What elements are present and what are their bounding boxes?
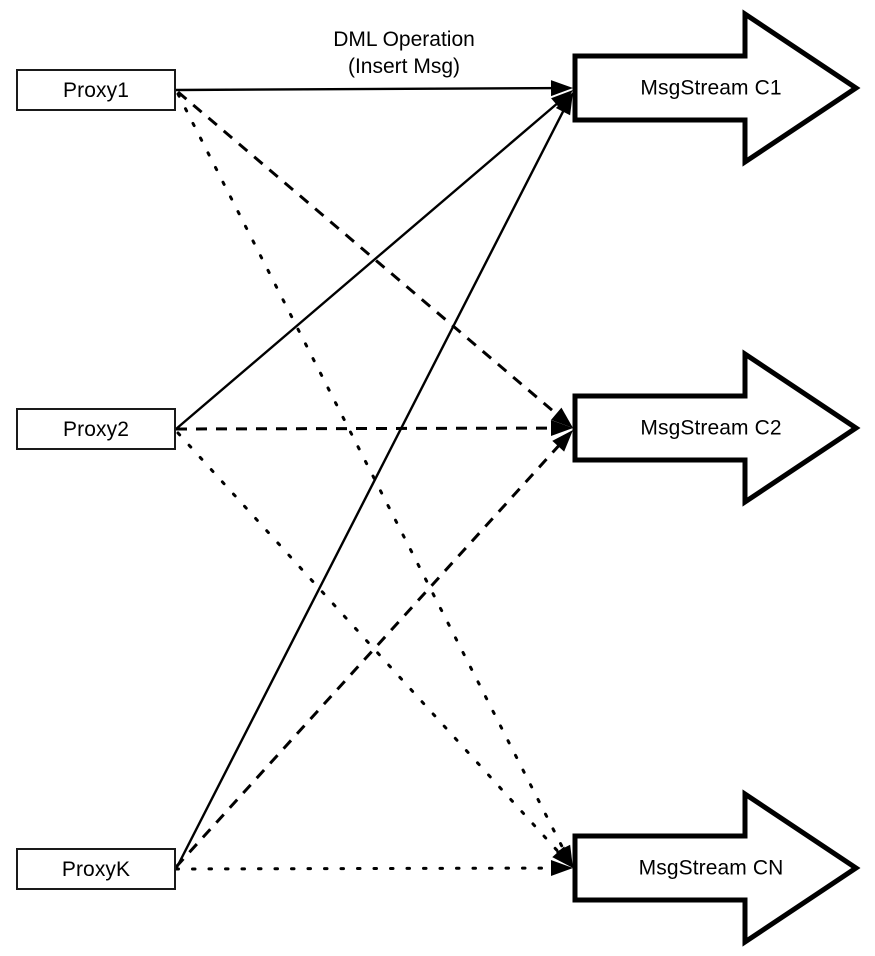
- arrowhead-icon: [551, 90, 573, 111]
- edge-proxy2-to-c1: [175, 90, 573, 430]
- arrowhead-icon: [550, 860, 573, 877]
- edge-line: [175, 96, 565, 430]
- arrowhead-icon: [555, 92, 573, 116]
- msgstream-arrow-shape: [572, 9, 861, 167]
- edge-line: [176, 431, 567, 861]
- proxy-label: Proxy2: [63, 417, 129, 441]
- proxy-box-proxyk[interactable]: ProxyK: [16, 848, 176, 890]
- arrowhead-icon: [551, 407, 573, 428]
- msgstream-arrow-shape: [572, 789, 861, 947]
- proxy-box-proxy1[interactable]: Proxy1: [16, 69, 176, 111]
- proxy-label: ProxyK: [61, 857, 131, 881]
- edge-proxyk-to-c2: [174, 430, 573, 869]
- edge-line: [176, 92, 569, 859]
- edge-proxy1-to-c1: [175, 80, 573, 97]
- edge-proxy1-to-c2: [177, 90, 573, 428]
- edge-line: [175, 86, 561, 92]
- msgstream-label-stream_cn: MsgStream CN: [638, 856, 784, 880]
- arrowhead-icon: [552, 430, 573, 452]
- arrowhead-icon: [550, 420, 573, 437]
- edge-proxy2-to-cn: [176, 431, 573, 868]
- arrowhead-icon: [552, 846, 573, 868]
- proxy-label: Proxy1: [63, 78, 129, 102]
- edge-proxy2-to-c2: [175, 420, 573, 437]
- edge-line: [174, 102, 569, 870]
- proxy-box-proxy2[interactable]: Proxy2: [16, 408, 176, 450]
- edge-proxyk-to-cn: [174, 860, 573, 877]
- msgstream-label-stream_c2: MsgStream C2: [640, 416, 782, 440]
- edge-caption-dml-operation: DML Operation (Insert Msg): [333, 28, 475, 78]
- edge-line: [174, 437, 566, 869]
- msgstream-label-stream_c1: MsgStream C1: [640, 76, 782, 100]
- edge-line: [177, 90, 565, 422]
- edge-proxyk-to-c1: [174, 92, 573, 870]
- edge-line: [175, 426, 561, 431]
- msgstream-arrow-shape: [572, 349, 861, 507]
- arrowhead-icon: [550, 80, 573, 97]
